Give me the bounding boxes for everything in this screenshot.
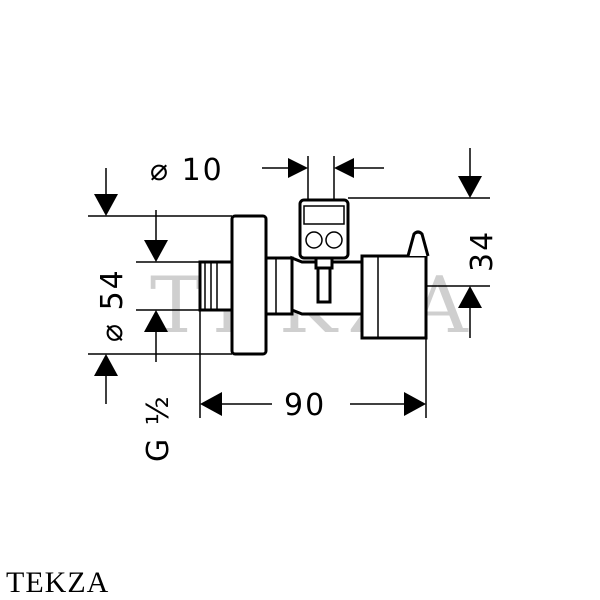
- dim-34-extension-lines: [348, 197, 490, 287]
- dim-flange-diameter: ⌀ 54: [88, 168, 232, 404]
- dim-10-label: ⌀ 10: [150, 153, 224, 188]
- dim-g-arrow-top: [144, 240, 168, 262]
- dim-54-arrow-top: [94, 194, 118, 216]
- dim-10-extension-lines: [307, 156, 335, 200]
- outlet-nut: [298, 198, 350, 260]
- handle-lever: [406, 230, 430, 257]
- outlet-inner: [316, 266, 332, 304]
- dim-10-arrow-left: [288, 158, 308, 178]
- wall-flange: [230, 214, 268, 356]
- dim-54-label: ⌀ 54: [95, 268, 130, 342]
- dim-g-arrow-bottom: [144, 310, 168, 332]
- dim-length: 90: [199, 310, 427, 423]
- dim-90-extension-lines: [199, 310, 427, 418]
- handle: [360, 254, 428, 340]
- dim-10-arrow-right: [334, 158, 354, 178]
- dim-thread: G ½: [136, 210, 200, 462]
- dim-outlet-height: 34: [348, 148, 500, 338]
- dim-90-arrow-right: [404, 392, 426, 416]
- dim-34-arrow-top: [458, 176, 482, 198]
- thread-lines: [204, 262, 218, 310]
- dim-34-label: 34: [465, 230, 500, 272]
- dim-g-label: G ½: [141, 394, 176, 462]
- brand-label: TEKZA: [6, 566, 110, 599]
- outlet-nut-circle-right: [325, 231, 343, 249]
- outlet-nut-circle-left: [305, 231, 323, 249]
- dim-90-label: 90: [284, 388, 326, 423]
- valve-body: [198, 198, 430, 356]
- connector-pipe: [264, 256, 294, 316]
- dim-54-arrow-bottom: [94, 354, 118, 376]
- dim-34-arrow-bottom: [458, 286, 482, 308]
- dim-54-extension-lines: [88, 215, 232, 355]
- dim-outlet-diameter: ⌀ 10: [150, 153, 384, 200]
- dim-90-arrow-left: [200, 392, 222, 416]
- dim-g-extension-lines: [136, 261, 200, 311]
- outlet-nut-top: [303, 205, 345, 225]
